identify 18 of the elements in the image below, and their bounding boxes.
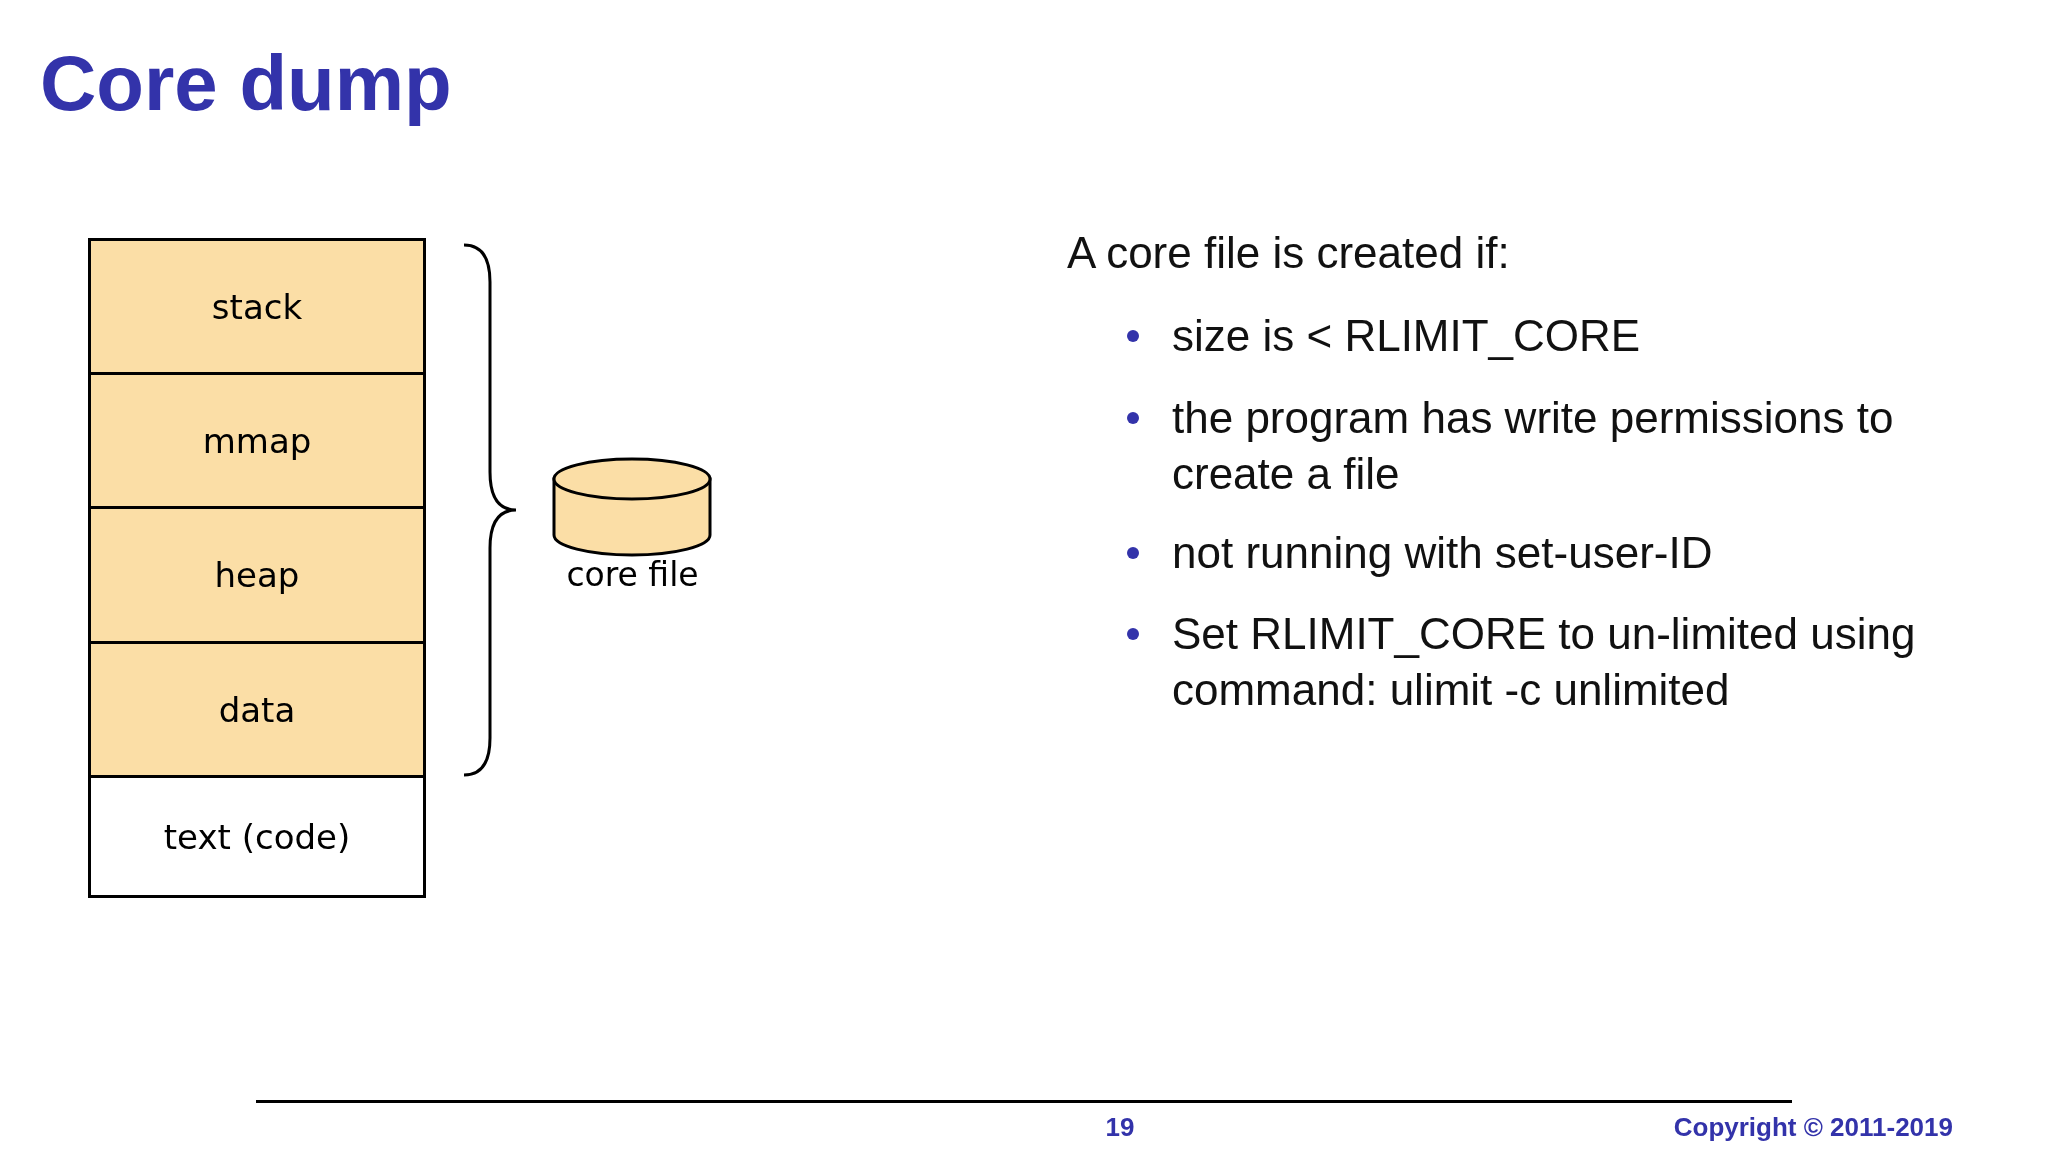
bullet-text: Set RLIMIT_CORE to un-limited using command: ulimit -c unlimited	[1172, 608, 1917, 716]
slide-title: Core dump	[40, 38, 452, 129]
page-number: 19	[1104, 1112, 1136, 1143]
segment-label: mmap	[202, 420, 312, 461]
bullet-text: not running with set-user-ID	[1172, 527, 1714, 579]
segment-label: heap	[214, 555, 300, 595]
copyright-text: Copyright © 2011-2019	[1673, 1112, 1953, 1143]
memory-segment	[91, 644, 423, 778]
segment-label: data	[218, 689, 296, 730]
segment-label: stack	[211, 286, 303, 327]
cylinder-label: core file	[565, 555, 700, 595]
bullet-text: size is < RLIMIT_CORE	[1172, 310, 1642, 362]
memory-segment	[91, 375, 423, 509]
segment-label: text (code)	[163, 816, 351, 857]
memory-segment	[91, 509, 423, 644]
text-heading: A core file is created if:	[1067, 228, 1510, 278]
bullet-text: the program has write permissions to create a file	[1172, 392, 1895, 500]
memory-segment	[91, 241, 423, 375]
